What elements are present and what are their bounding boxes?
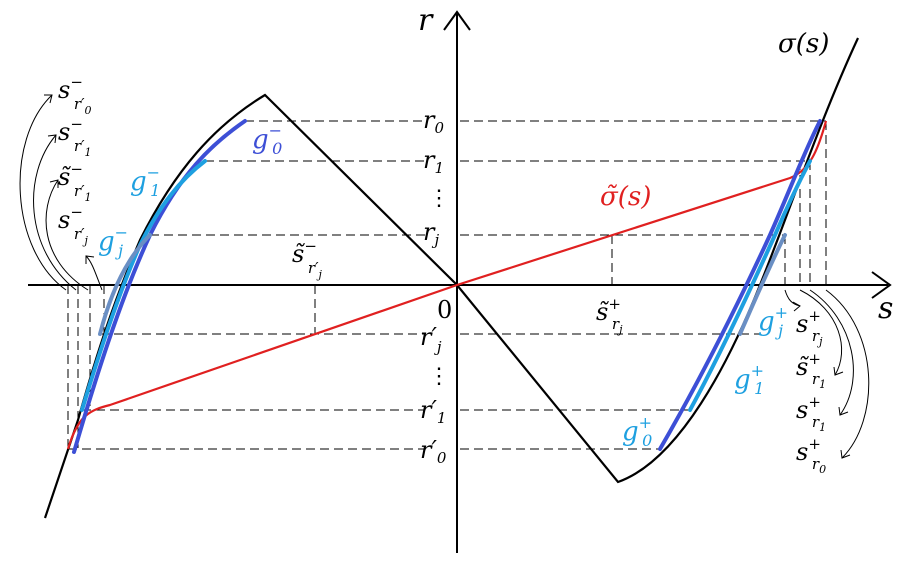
minus-branches xyxy=(72,119,247,454)
s-rp1-minus: s−r′1 xyxy=(58,115,91,159)
gj-plus-branch xyxy=(738,233,787,336)
label-g1-minus: g−1 xyxy=(130,163,160,200)
g0-plus-branch xyxy=(658,119,822,451)
arrow-s-r0-head xyxy=(840,449,851,459)
label-gj-minus: g−j xyxy=(98,223,128,260)
arrow-stilde-rp1-head xyxy=(49,179,59,188)
arrow-s-rpj-head xyxy=(85,255,95,264)
label-g0-minus: g−0 xyxy=(252,121,282,158)
s-rj-plus: s+rj xyxy=(796,307,823,348)
tick-rp0: r′0 xyxy=(420,436,447,467)
arrow-stilde-r1-head xyxy=(833,366,844,376)
tick-dots-lower: ⋮ xyxy=(428,364,450,389)
arrow-s-rp1 xyxy=(33,134,77,291)
tick-rj: rj xyxy=(423,218,439,249)
stilde-r1-plus: s̃+r1 xyxy=(796,350,826,391)
stilde-rp1-minus: s̃−r′1 xyxy=(58,160,91,204)
sigma-tilde-curve xyxy=(66,120,828,450)
tick-dots-upper: ⋮ xyxy=(428,186,450,211)
s-points-minus: s−r′0 s−r′1 s̃−r′1 s−r′j xyxy=(58,73,91,247)
label-gj-plus: g+j xyxy=(758,303,788,340)
g1-plus-branch xyxy=(688,159,812,412)
gj-minus-branch xyxy=(98,233,152,336)
arrow-s-rpj xyxy=(85,255,103,291)
branch-labels: g−0 g−1 g−j g+0 g+1 g+j xyxy=(98,121,788,450)
origin-label: 0 xyxy=(437,296,452,324)
right-arrows xyxy=(784,289,870,459)
y-axis-label: r xyxy=(418,3,434,38)
s-rp0-minus: s−r′0 xyxy=(58,73,91,117)
s-r1-plus: s+r1 xyxy=(796,393,826,434)
tick-rpj: r′j xyxy=(420,323,442,356)
tick-r1: r1 xyxy=(423,146,444,177)
sigma-curve xyxy=(43,37,859,519)
arrow-s-r0 xyxy=(825,289,870,459)
sigma-label: σ(s) xyxy=(778,29,829,59)
s-rpj-minus: s−r′j xyxy=(58,203,88,247)
sigma-tilde-label: σ̃(s) xyxy=(600,182,651,212)
x-axis-label: s xyxy=(878,291,893,326)
axis-s-tilde-labels: s̃−r′j s̃+rj xyxy=(292,237,623,336)
s-tilde-plus-axis-label: s̃+rj xyxy=(596,295,623,336)
label-g1-plus: g+1 xyxy=(734,361,764,398)
left-arrows xyxy=(19,94,103,291)
arrow-s-rp0-head xyxy=(44,94,53,104)
y-axis-arrow xyxy=(443,10,471,31)
x-axis-arrow xyxy=(871,271,892,299)
s-r0-plus: s+r0 xyxy=(796,435,826,476)
y-tick-labels: r0 r1 ⋮ rj r′j ⋮ r′1 r′0 xyxy=(420,106,450,467)
arrow-s-rp1-head xyxy=(47,134,57,144)
arrow-stilde-r1 xyxy=(799,289,843,376)
tick-r0: r0 xyxy=(423,106,444,137)
s-points-plus: s+rj s̃+r1 s+r1 s+r0 xyxy=(796,307,826,476)
arrow-s-r1 xyxy=(809,289,854,416)
g0-minus-branch xyxy=(72,119,247,454)
arrow-s-rj-head xyxy=(792,301,801,312)
arrow-s-r1-head xyxy=(838,406,849,416)
arrow-stilde-rp1 xyxy=(45,179,89,291)
tick-rp1: r′1 xyxy=(420,396,446,427)
s-tilde-minus-axis-label: s̃−r′j xyxy=(292,237,322,281)
plus-branches xyxy=(658,119,822,451)
arrow-s-rp0 xyxy=(19,94,67,291)
label-g0-plus: g+0 xyxy=(622,413,652,450)
